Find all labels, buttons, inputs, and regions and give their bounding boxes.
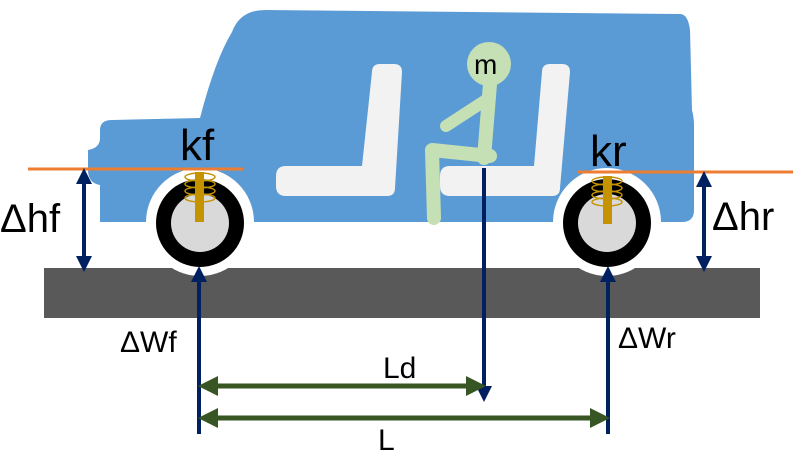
rear-stiffness-label: kr [590,127,627,176]
rear-seat [440,64,570,196]
front-seat [276,64,402,196]
front-stiffness-label: kf [180,121,215,170]
mass-distance-label: Ld [383,352,416,385]
rear-spring [591,176,623,224]
rear-height-label: Δhr [712,195,774,239]
mass-label: m [474,49,497,80]
front-tire [156,179,244,267]
front-spring [184,172,216,222]
ground-plate [44,268,760,318]
rear-load-label: ΔWr [618,322,676,355]
front-height-label: Δhf [0,197,61,241]
wheelbase-label: L [378,424,395,457]
front-load-label: ΔWf [120,326,177,359]
driver-figure [425,77,497,225]
driver-head [467,42,511,86]
